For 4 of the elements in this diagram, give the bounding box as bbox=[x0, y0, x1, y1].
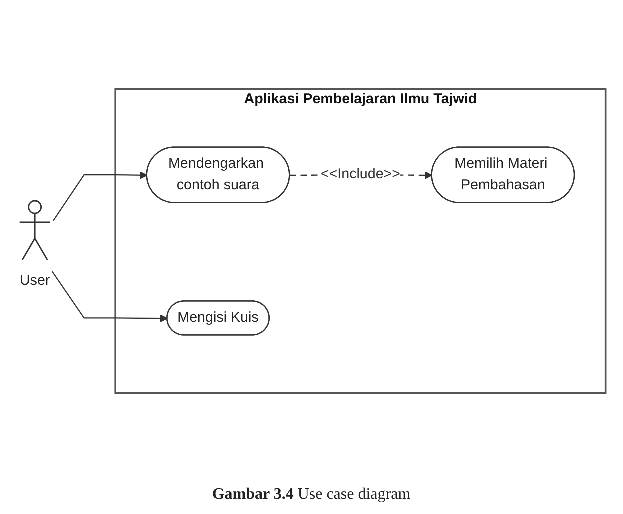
figure-caption: Gambar 3.4 Use case diagram bbox=[212, 485, 411, 505]
arrow bbox=[52, 171, 148, 222]
arrow bbox=[50, 268, 168, 322]
edge-label: <<Include>> bbox=[320, 166, 401, 182]
